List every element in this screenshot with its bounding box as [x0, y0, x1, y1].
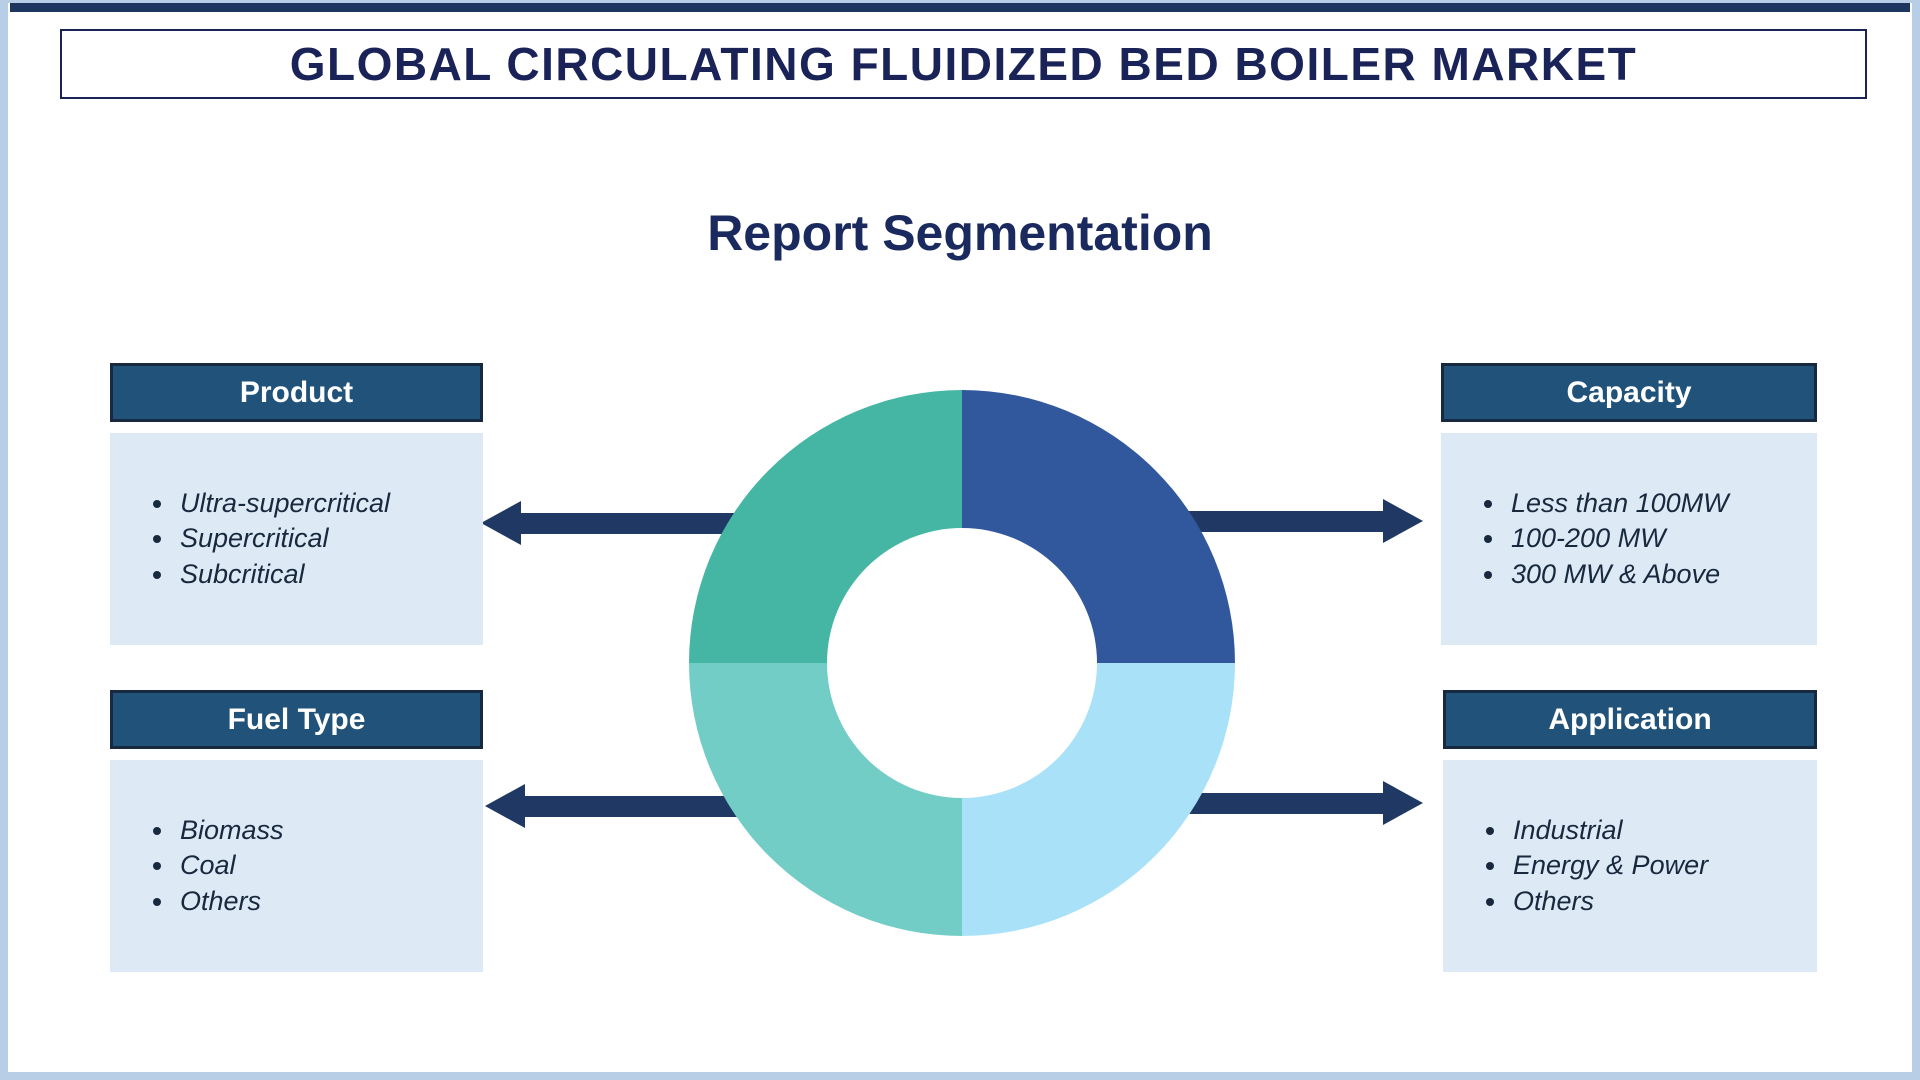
- list-item: Less than 100MW: [1507, 488, 1817, 519]
- segment-item-list: Less than 100MW 100-200 MW 300 MW & Abov…: [1441, 484, 1817, 593]
- segment-header-application: Application: [1443, 690, 1817, 749]
- arrowhead-left-icon: [485, 784, 525, 828]
- segment-body-fuel-type: Biomass Coal Others: [110, 760, 483, 972]
- list-item: Ultra-supercritical: [176, 488, 483, 519]
- list-item: Biomass: [176, 815, 483, 846]
- list-item: Energy & Power: [1509, 850, 1817, 881]
- donut-chart: [689, 390, 1235, 936]
- list-item: Others: [176, 886, 483, 917]
- segment-body-capacity: Less than 100MW 100-200 MW 300 MW & Abov…: [1441, 433, 1817, 645]
- segment-body-application: Industrial Energy & Power Others: [1443, 760, 1817, 972]
- arrowhead-right-icon: [1383, 499, 1423, 543]
- title-banner: GLOBAL CIRCULATING FLUIDIZED BED BOILER …: [60, 29, 1867, 99]
- segment-body-product: Ultra-supercritical Supercritical Subcri…: [110, 433, 483, 645]
- segment-label: Application: [1548, 702, 1712, 736]
- segment-label: Capacity: [1566, 375, 1692, 409]
- segment-item-list: Ultra-supercritical Supercritical Subcri…: [110, 484, 483, 593]
- top-accent-bar: [10, 3, 1910, 12]
- segment-label: Fuel Type: [227, 702, 366, 736]
- segment-header-capacity: Capacity: [1441, 363, 1817, 422]
- segment-header-fuel-type: Fuel Type: [110, 690, 483, 749]
- list-item: Industrial: [1509, 815, 1817, 846]
- list-item: Coal: [176, 850, 483, 881]
- list-item: 300 MW & Above: [1507, 559, 1817, 590]
- arrowhead-left-icon: [481, 501, 521, 545]
- list-item: 100-200 MW: [1507, 523, 1817, 554]
- segment-header-product: Product: [110, 363, 483, 422]
- segment-item-list: Biomass Coal Others: [110, 811, 483, 920]
- list-item: Others: [1509, 886, 1817, 917]
- arrowhead-right-icon: [1383, 781, 1423, 825]
- segment-label: Product: [239, 375, 354, 409]
- segment-item-list: Industrial Energy & Power Others: [1443, 811, 1817, 920]
- list-item: Supercritical: [176, 523, 483, 554]
- page-title: GLOBAL CIRCULATING FLUIDIZED BED BOILER …: [289, 38, 1638, 90]
- section-heading: Report Segmentation: [707, 205, 1213, 261]
- list-item: Subcritical: [176, 559, 483, 590]
- donut-hole: [827, 528, 1097, 798]
